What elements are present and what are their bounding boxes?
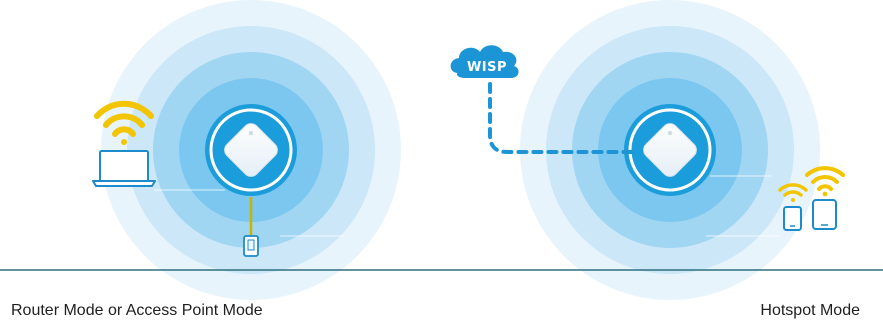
wisp-label: WISP: [467, 60, 507, 75]
guide-lines: [706, 175, 780, 237]
ethernet-plug-icon: [243, 235, 259, 257]
travel-router-icon: [224, 123, 278, 177]
wifi-signal-icon: [805, 166, 845, 197]
laptop-icon: [92, 150, 156, 187]
guide-lines: [154, 189, 345, 237]
wisp-link-dashed: [488, 82, 634, 154]
wifi-signal-icon: [94, 100, 154, 145]
travel-router-icon: [643, 123, 697, 177]
tablet-icon: [812, 199, 837, 230]
wifi-signal-icon: [778, 183, 808, 202]
router-mode-label: Router Mode or Access Point Mode: [11, 302, 263, 319]
cloud-icon: WISP: [450, 45, 519, 78]
core-white-ring: [209, 108, 293, 192]
smartphone-icon: [783, 206, 802, 231]
hotspot-mode-label: Hotspot Mode: [760, 302, 860, 319]
